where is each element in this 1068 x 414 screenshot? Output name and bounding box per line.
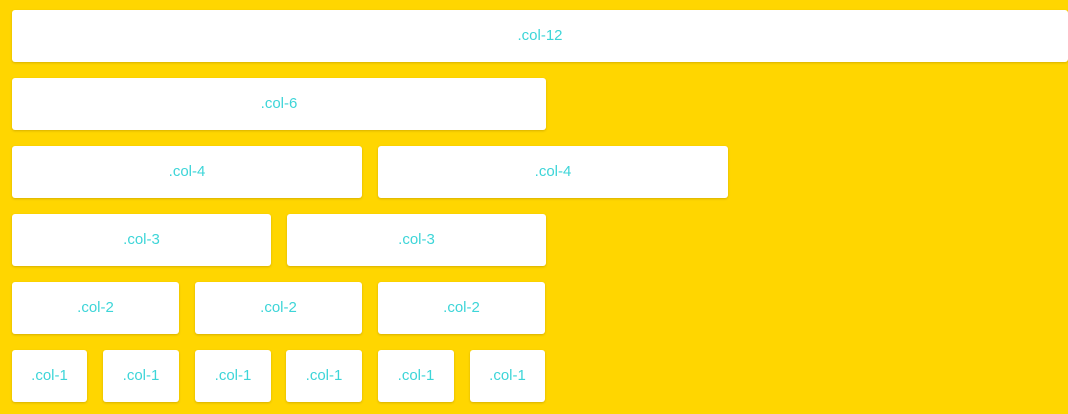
grid-demo: .col-12 .col-6 .col-4 .col-4 .col-3 .col… — [0, 10, 1068, 402]
col-1-box: .col-1 — [378, 350, 454, 402]
col-1-box: .col-1 — [286, 350, 362, 402]
grid-row-col-2: .col-2 .col-2 .col-2 — [0, 282, 549, 334]
grid-row-col-3: .col-3 .col-3 — [0, 214, 549, 266]
col-1-box: .col-1 — [103, 350, 179, 402]
col-1-label: .col-1 — [31, 367, 68, 384]
grid-row-col-1: .col-1 .col-1 .col-1 .col-1 .col-1 .col-… — [0, 350, 549, 402]
col-12-label: .col-12 — [517, 27, 563, 44]
col-2-label: .col-2 — [77, 299, 114, 316]
col-2-box: .col-2 — [378, 282, 545, 334]
grid-row-col-4: .col-4 .col-4 — [0, 146, 728, 198]
col-2-box: .col-2 — [195, 282, 362, 334]
col-1-label: .col-1 — [214, 367, 252, 384]
col-1-label: .col-1 — [397, 367, 435, 384]
col-6-box: .col-6 — [12, 78, 546, 130]
col-2-label: .col-2 — [443, 299, 480, 316]
col-1-label: .col-1 — [305, 367, 343, 384]
grid-row-col-6: .col-6 — [0, 78, 549, 130]
col-1-box: .col-1 — [195, 350, 271, 402]
col-1-label: .col-1 — [122, 367, 160, 384]
col-4-label: .col-4 — [168, 163, 206, 180]
col-12-box: .col-12 — [12, 10, 1068, 62]
col-3-label: .col-3 — [123, 231, 160, 248]
col-3-box: .col-3 — [12, 214, 271, 266]
col-2-box: .col-2 — [12, 282, 179, 334]
col-3-label: .col-3 — [398, 231, 435, 248]
col-1-box: .col-1 — [12, 350, 87, 402]
col-4-label: .col-4 — [534, 163, 572, 180]
col-1-box: .col-1 — [470, 350, 545, 402]
col-3-box: .col-3 — [287, 214, 546, 266]
col-4-box: .col-4 — [378, 146, 728, 198]
col-2-label: .col-2 — [260, 299, 297, 316]
col-1-label: .col-1 — [489, 367, 526, 384]
grid-row-col-12: .col-12 — [0, 10, 1068, 62]
col-4-box: .col-4 — [12, 146, 362, 198]
col-6-label: .col-6 — [260, 95, 298, 112]
